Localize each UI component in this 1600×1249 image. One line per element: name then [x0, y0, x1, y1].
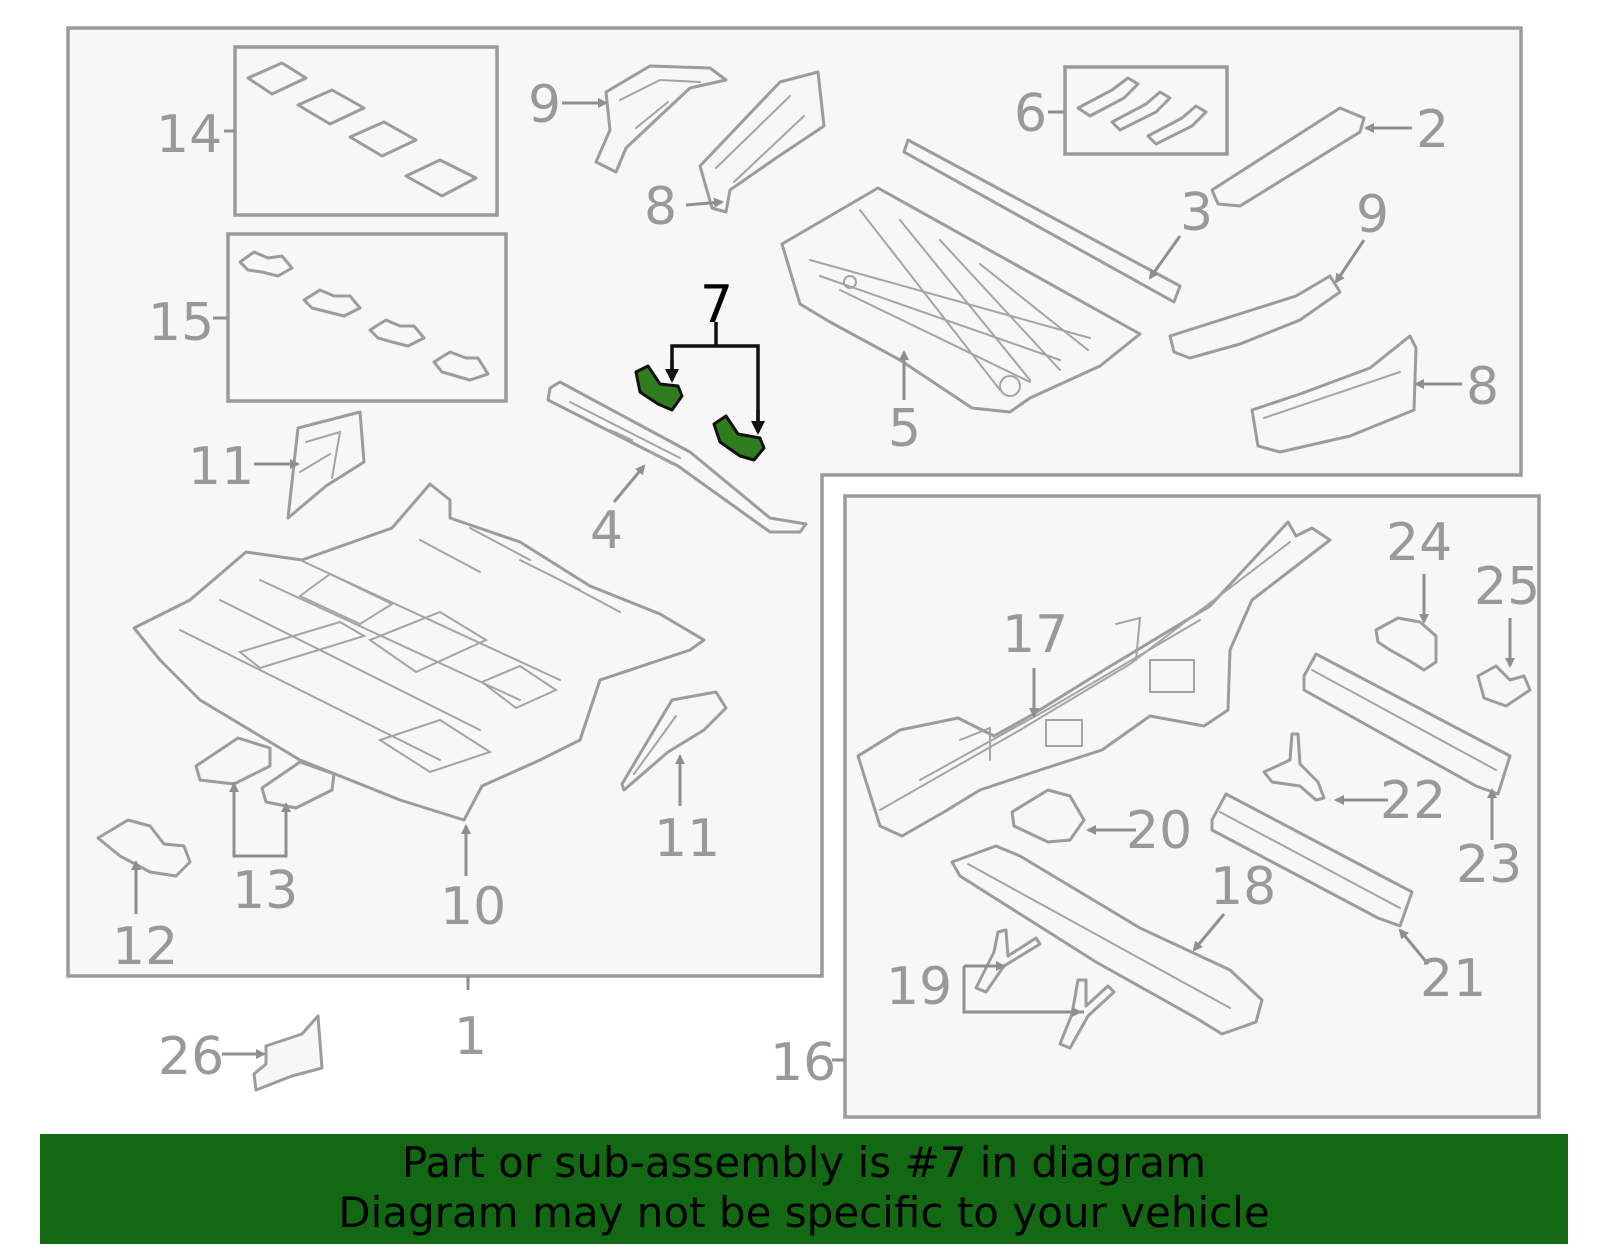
part-24-bracket [1374, 616, 1438, 672]
banner-line-part-number: Part or sub-assembly is #7 in diagram [401, 1138, 1207, 1187]
callout-23: 23 [1456, 835, 1522, 895]
callout-18: 18 [1210, 857, 1276, 917]
callout-17: 17 [1002, 605, 1068, 665]
callout-19: 19 [886, 957, 952, 1017]
part-9-right-reinforcement [1168, 274, 1342, 360]
part-10-front-floor-pan [132, 482, 706, 822]
callout-2: 2 [1416, 100, 1449, 160]
callout-21: 21 [1420, 949, 1486, 1009]
part-5-rear-floor-pan [780, 186, 1142, 414]
part-6-brackets [1076, 76, 1208, 146]
part-8-upper-panel [698, 70, 826, 214]
callout-8-right: 8 [1466, 357, 1499, 417]
callout-3: 3 [1180, 183, 1213, 243]
callout-9-upper: 9 [528, 75, 561, 135]
part-22-bracket [1262, 732, 1326, 802]
callout-5: 5 [888, 399, 921, 459]
part-7-brackets-highlighted [634, 364, 766, 462]
part-25-bracket [1476, 664, 1532, 708]
callout-13: 13 [232, 861, 298, 921]
callout-12: 12 [112, 917, 178, 977]
callout-20: 20 [1126, 801, 1192, 861]
callout-11-lower: 11 [654, 809, 720, 869]
callout-11-upper: 11 [188, 437, 254, 497]
part-17-front-side-member [856, 520, 1332, 838]
part-23-crossmember [1302, 652, 1512, 796]
part-13-brackets [194, 736, 336, 810]
callout-16: 16 [770, 1033, 836, 1093]
leader-lines [131, 98, 1515, 1062]
callout-10: 10 [440, 877, 506, 937]
part-7-leader [665, 322, 765, 435]
part-11-upper-bracket [286, 410, 366, 520]
part-2-rail [1210, 106, 1366, 208]
info-banner: Part or sub-assembly is #7 in diagram Di… [40, 1134, 1568, 1244]
callout-15: 15 [148, 293, 214, 353]
callout-6: 6 [1014, 84, 1047, 144]
banner-line-disclaimer: Diagram may not be specific to your vehi… [338, 1188, 1270, 1237]
callout-14: 14 [156, 105, 222, 165]
callout-1: 1 [454, 1007, 487, 1067]
callout-22: 22 [1380, 771, 1446, 831]
part-26-bracket [252, 1014, 324, 1092]
callout-25: 25 [1474, 557, 1540, 617]
callout-9-right: 9 [1356, 185, 1389, 245]
part-15-brackets [238, 250, 490, 382]
parts-diagram: 1 2 3 4 5 6 7 8 8 9 9 10 11 11 12 13 14 … [66, 26, 1541, 1119]
part-11-lower-bracket [620, 690, 728, 792]
part-20-bracket [1010, 788, 1086, 844]
callout-8-upper: 8 [644, 177, 677, 237]
callout-26: 26 [158, 1027, 224, 1087]
callout-24: 24 [1386, 513, 1452, 573]
part-9-upper-reinforcement [594, 64, 728, 174]
part-3-crossmember [902, 138, 1182, 304]
part-14-pads [246, 61, 478, 198]
callout-4: 4 [590, 501, 623, 561]
callout-7: 7 [700, 275, 733, 335]
part-19-brackets [974, 928, 1116, 1050]
